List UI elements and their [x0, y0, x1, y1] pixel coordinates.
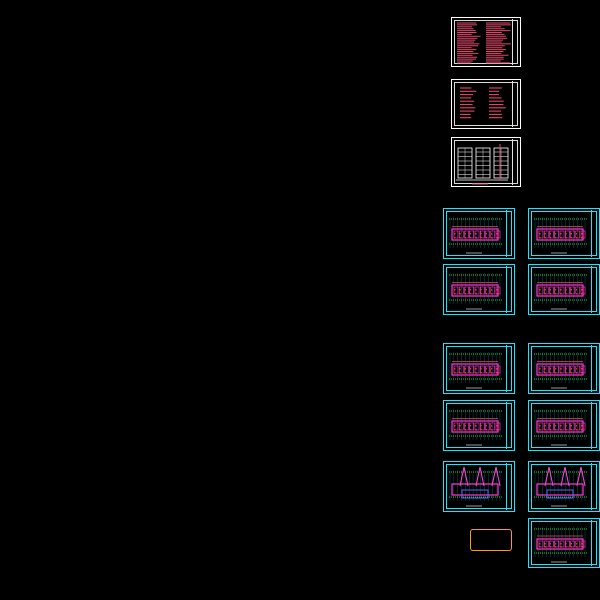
sheet-plan-3-right[interactable]	[528, 343, 600, 394]
sheet-title-block	[506, 402, 513, 449]
sheet-title-block	[591, 402, 598, 449]
sheet-inner-border	[531, 521, 597, 565]
sheet-title-block	[591, 210, 598, 257]
sheet-title-block	[591, 345, 598, 392]
sheet-drawing	[534, 217, 587, 254]
sheet-drawing	[457, 22, 511, 64]
sheet-notes-1[interactable]	[451, 17, 521, 67]
sheet-drawing	[534, 352, 587, 389]
sheet-inner-border	[454, 82, 518, 126]
sheet-drawing	[449, 466, 502, 507]
sheet-drawing	[460, 87, 506, 119]
sheet-title-block	[506, 345, 513, 392]
sheet-plan-1-right[interactable]	[528, 208, 600, 259]
sheet-drawing	[534, 409, 587, 446]
sheet-roof-right[interactable]	[528, 461, 600, 512]
sheet-title-block	[506, 463, 513, 510]
sheet-drawing	[534, 273, 587, 310]
sheet-title-block	[512, 81, 519, 127]
sheet-title-block	[506, 266, 513, 313]
sheet-title-block	[591, 520, 598, 566]
sheet-elevation[interactable]	[451, 137, 521, 187]
sheet-roof-left[interactable]	[443, 461, 515, 512]
sheet-inner-border	[531, 267, 597, 312]
sheet-inner-border	[446, 346, 512, 391]
sheet-title-block	[512, 139, 519, 185]
sheet-drawing	[534, 527, 587, 563]
sheet-notes-2[interactable]	[451, 79, 521, 129]
sheet-drawing	[456, 144, 509, 185]
sheet-drawing	[449, 352, 502, 389]
sheet-plan-2-left[interactable]	[443, 264, 515, 315]
title-stamp[interactable]	[470, 529, 512, 551]
sheet-inner-border	[446, 464, 512, 509]
sheet-inner-border	[531, 211, 597, 256]
sheet-inner-border	[531, 403, 597, 448]
sheet-inner-border	[454, 20, 518, 64]
sheet-inner-border	[446, 211, 512, 256]
sheet-inner-border	[446, 267, 512, 312]
sheet-inner-border	[446, 403, 512, 448]
sheet-inner-border	[531, 346, 597, 391]
sheet-plan-5-right[interactable]	[528, 518, 600, 568]
sheet-drawing	[449, 217, 502, 254]
sheet-plan-1-left[interactable]	[443, 208, 515, 259]
sheet-title-block	[591, 266, 598, 313]
sheet-drawing	[449, 409, 502, 446]
sheet-plan-2-right[interactable]	[528, 264, 600, 315]
sheet-plan-4-right[interactable]	[528, 400, 600, 451]
sheet-plan-3-left[interactable]	[443, 343, 515, 394]
sheet-drawing	[449, 273, 502, 310]
sheet-title-block	[506, 210, 513, 257]
sheet-title-block	[591, 463, 598, 510]
sheet-inner-border	[531, 464, 597, 509]
sheet-plan-4-left[interactable]	[443, 400, 515, 451]
sheet-drawing	[534, 466, 587, 507]
sheet-title-block	[512, 19, 519, 65]
